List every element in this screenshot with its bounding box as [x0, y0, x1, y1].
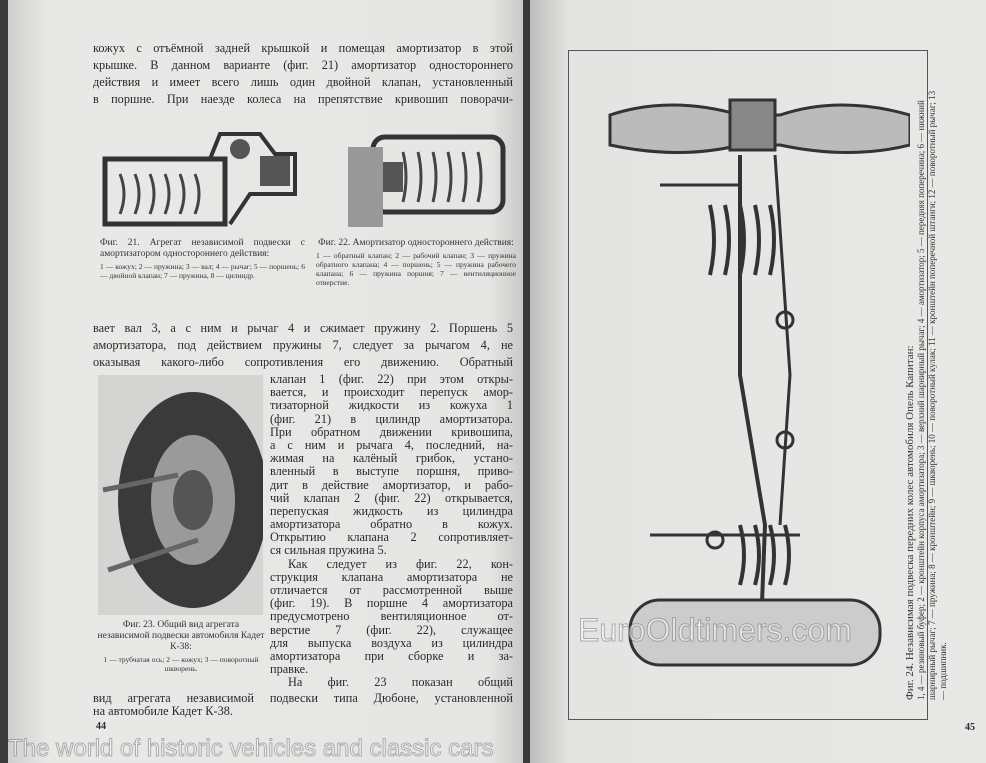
caption-legend: 1, 4 — резиновый буфер; 2 — кронштейн ко…: [916, 90, 948, 700]
right-page: 45: [530, 0, 986, 763]
text-line: на автомобиле Кадет К-38.: [93, 704, 233, 719]
fig23-caption: Фиг. 23. Общий вид агрегата независимой …: [96, 620, 266, 673]
caption-legend: 1 — обратный клапан; 2 — рабочий клапан;…: [316, 251, 516, 287]
text-line: верстие 7 (фиг. 22), служащее: [270, 622, 513, 637]
watermark-tagline: The world of historic vehicles and class…: [8, 735, 495, 763]
text-line: отличается от рассмотренной выше: [270, 583, 513, 597]
fig24-drawing: [608, 98, 910, 667]
page-number: 45: [965, 722, 975, 733]
text-line: кожух с отъёмной задней крышкой и помеща…: [93, 41, 513, 55]
page-number: 44: [96, 721, 106, 732]
text-line: амортизатора, под действием пружины 7, с…: [93, 338, 513, 352]
fig23-photo: [98, 375, 263, 615]
text-line: а с ним и рычага 4, последний, на-: [270, 437, 513, 452]
text-line: Открытию клапана 2 сопротивляет-: [270, 530, 513, 545]
text-line: действия и имеет всего лишь один двойной…: [93, 75, 513, 89]
text-line: перепуская жидкость из цилиндра: [270, 503, 513, 518]
fig24-frame: [568, 50, 928, 720]
paragraph-1: кожух с отъёмной задней крышкой и помеща…: [93, 40, 513, 108]
text-line: оказывая какого-либо сопротивления его д…: [93, 355, 513, 369]
text-line: ся сильная пружина 5.: [270, 543, 387, 558]
text-line: На фиг. 23 показан общий: [288, 675, 513, 690]
text-line: (фиг. 19). В поршне 4 амортизатора: [270, 596, 513, 611]
text-line: тизаторной жидкости из кожуха 1: [270, 398, 513, 413]
watermark-brand: EuroOldtimers.com: [578, 612, 853, 649]
paragraph-5: вид агрегата независимой подвески типа Д…: [93, 691, 513, 719]
caption-legend: 1 — кожух; 2 — пружина; 3 — вал; 4 — рыч…: [100, 262, 305, 280]
text-line: амортизатора при сборке и за-: [270, 648, 513, 663]
text-line: вается, и происходит перепуск амор-: [270, 385, 513, 400]
caption-title: Фиг. 23. Общий вид агрегата независимой …: [97, 620, 265, 652]
text-line: предусмотрено вентиляционное от-: [270, 609, 513, 624]
text-line: струкция клапана амортизатора не: [270, 569, 513, 584]
text-line: вает вал 3, а с ним и рычаг 4 и сжимает …: [93, 321, 513, 335]
fig21-caption: Фиг. 21. Агрегат независимой подвески с …: [100, 238, 305, 280]
paragraph-3: клапан 1 (фиг. 22) при этом откры- ваетс…: [270, 372, 513, 690]
fig21-drawing: [102, 132, 297, 227]
text-line: Как следует из фиг. 22, кон-: [288, 556, 513, 571]
text-line: амортизатора обратно в кожух.: [270, 517, 513, 532]
text-line: вленный в выступе поршня, приво-: [270, 464, 513, 479]
text-line: вид агрегата независимой подвески типа Д…: [93, 691, 513, 705]
fig24-caption: Фиг. 24. Независимая подвеска передних к…: [904, 80, 949, 700]
text-line: для выпуска воздуха из цилиндра: [270, 635, 513, 650]
fig22-drawing: [348, 134, 506, 227]
text-line: клапан 1 (фиг. 22) при этом откры-: [270, 372, 513, 386]
text-line: в поршне. При наезде колеса на препятств…: [93, 92, 513, 106]
caption-title: Фиг. 22. Амортизатор одностороннего дейс…: [318, 238, 514, 248]
text-line: жимая на калёный грибок, устано-: [270, 451, 513, 466]
text-line: (фиг. 21) в цилиндр амортизатора.: [270, 411, 513, 426]
left-page: кожух с отъёмной задней крышкой и помеща…: [8, 0, 523, 763]
text-line: правке.: [270, 662, 309, 677]
text-line: При обратном движении кривошипа,: [270, 424, 513, 439]
caption-legend: 1 — трубчатая ось; 2 — кожух; 3 — поворо…: [103, 655, 259, 673]
text-line: чий клапан 2 (фиг. 22) открывается,: [270, 490, 513, 505]
paragraph-2: вает вал 3, а с ним и рычаг 4 и сжимает …: [93, 320, 513, 371]
caption-title: Фиг. 21. Агрегат независимой подвески с …: [100, 238, 305, 259]
fig22-caption: Фиг. 22. Амортизатор одностороннего дейс…: [316, 238, 516, 287]
text-line: дит в действие амортизатор, и рабо-: [270, 477, 513, 492]
caption-title: Фиг. 24. Независимая подвеска передних к…: [904, 345, 916, 700]
text-line: крышке. В данном варианте (фиг. 21) амор…: [93, 58, 513, 72]
